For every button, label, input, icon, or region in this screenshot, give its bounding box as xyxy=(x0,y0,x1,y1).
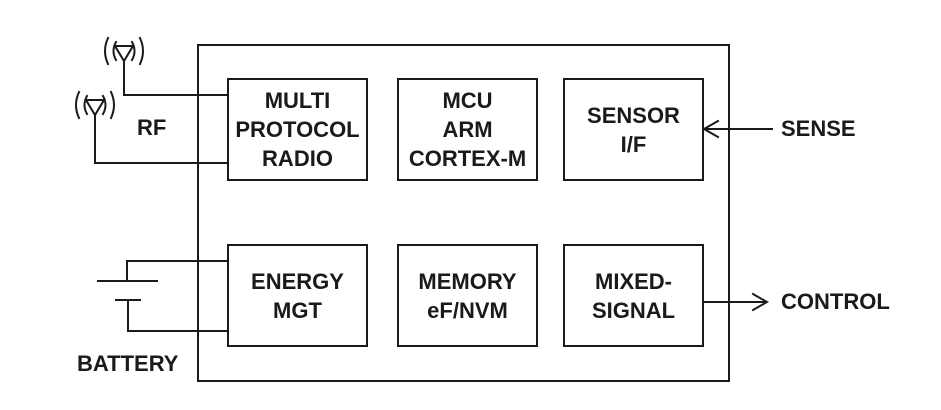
sense-label: SENSE xyxy=(781,116,856,141)
arrow-left-icon xyxy=(701,119,773,139)
block-label: SENSOR I/F xyxy=(587,102,680,157)
antenna-icon xyxy=(104,36,228,96)
battery-icon xyxy=(97,260,228,332)
control-label: CONTROL xyxy=(781,289,890,314)
block-label: MULTI PROTOCOL RADIO xyxy=(235,88,360,171)
battery-wire-top xyxy=(126,260,228,282)
rf-wire-top xyxy=(123,60,228,96)
block-label: MEMORY eF/NVM xyxy=(418,268,517,323)
rf-label: RF xyxy=(137,115,167,140)
battery-wire-bottom xyxy=(127,299,228,332)
block-memory-ef-nvm: MEMORY eF/NVM xyxy=(397,244,538,347)
battery-label: BATTERY xyxy=(77,351,179,376)
block-label: ENERGY MGT xyxy=(251,268,344,323)
block-multi-protocol-radio: MULTI PROTOCOL RADIO xyxy=(227,78,368,181)
block-label: MCU ARM CORTEX-M xyxy=(408,88,527,171)
rf-wire-bottom xyxy=(94,114,228,164)
arrow-right-icon xyxy=(703,292,770,312)
block-label: MIXED- SIGNAL xyxy=(591,268,676,323)
block-mixed-signal: MIXED- SIGNAL xyxy=(563,244,704,347)
antenna-icon xyxy=(75,90,228,164)
block-mcu-arm-cortex-m: MCU ARM CORTEX-M xyxy=(397,78,538,181)
block-energy-mgt: ENERGY MGT xyxy=(227,244,368,347)
chip-boundary xyxy=(197,44,730,382)
block-sensor-if: SENSOR I/F xyxy=(563,78,704,181)
